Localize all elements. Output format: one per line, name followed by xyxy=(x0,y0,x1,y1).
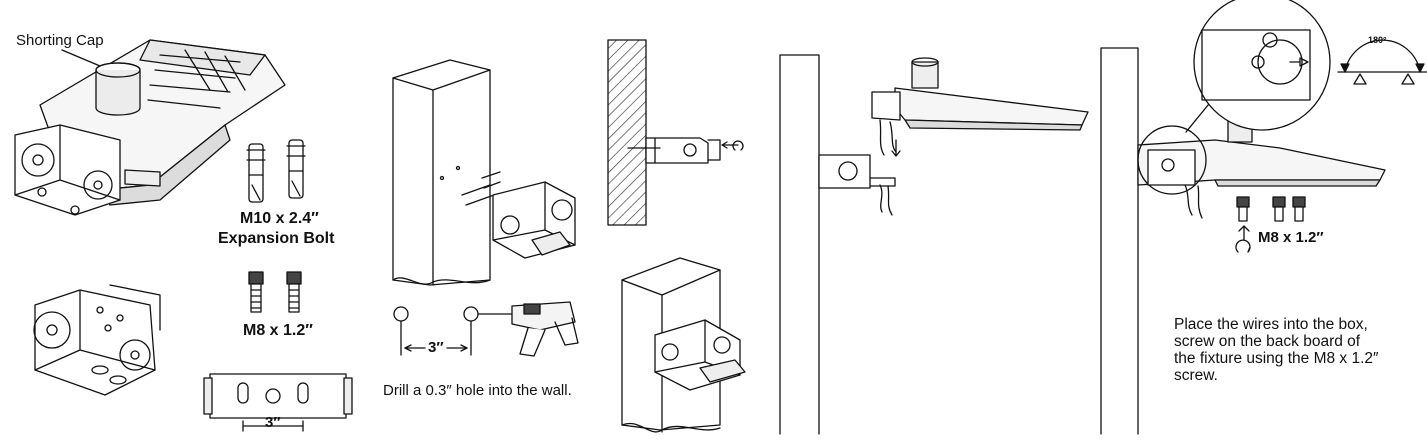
drill-spacing-illustration xyxy=(393,306,479,356)
instruction-line: Place the wires into the box, xyxy=(1174,316,1368,333)
wall-column-illustration xyxy=(392,59,576,286)
instruction-line: the fixture using the M8 x 1.2″ xyxy=(1174,350,1379,367)
m8-screw-right-illustration xyxy=(1235,196,1306,253)
m8-screw-size-label-right: M8 x 1.2″ xyxy=(1258,229,1324,246)
rotation-angle-icon xyxy=(1337,39,1427,85)
drill-spacing-label: 3″ xyxy=(428,339,444,356)
m8-screw-size-label-left: M8 x 1.2″ xyxy=(243,322,313,339)
expansion-bolt-size-label: M10 x 2.4″ xyxy=(240,210,319,227)
back-plate-illustration xyxy=(203,373,353,432)
expansion-bolt-name-label: Expansion Bolt xyxy=(218,230,335,247)
instruction-line: screw on the back board of xyxy=(1174,333,1361,350)
instruction-line: screw. xyxy=(1174,367,1218,384)
pole-fixture-lowering-illustration xyxy=(779,54,1089,435)
back-plate-spacing-label: 3″ xyxy=(265,414,281,431)
m8-screw-illustration xyxy=(248,271,302,313)
hatched-wall-illustration xyxy=(607,39,744,226)
pole-fixture-mounted-illustration xyxy=(1100,47,1386,435)
fixture-with-bracket-illustration xyxy=(14,39,286,216)
rotation-angle-label: 180° xyxy=(1368,35,1387,45)
drill-instruction: Drill a 0.3″ hole into the wall. xyxy=(383,382,572,399)
magnified-detail-illustration xyxy=(1193,0,1331,131)
mounting-instruction: Place the wires into the box, screw on t… xyxy=(1174,316,1414,384)
mounting-bracket-illustration xyxy=(33,284,161,396)
column-with-box-illustration xyxy=(621,257,746,433)
power-drill-icon xyxy=(477,301,579,357)
shorting-cap-label: Shorting Cap xyxy=(16,32,104,49)
expansion-bolt-illustration xyxy=(246,139,306,203)
